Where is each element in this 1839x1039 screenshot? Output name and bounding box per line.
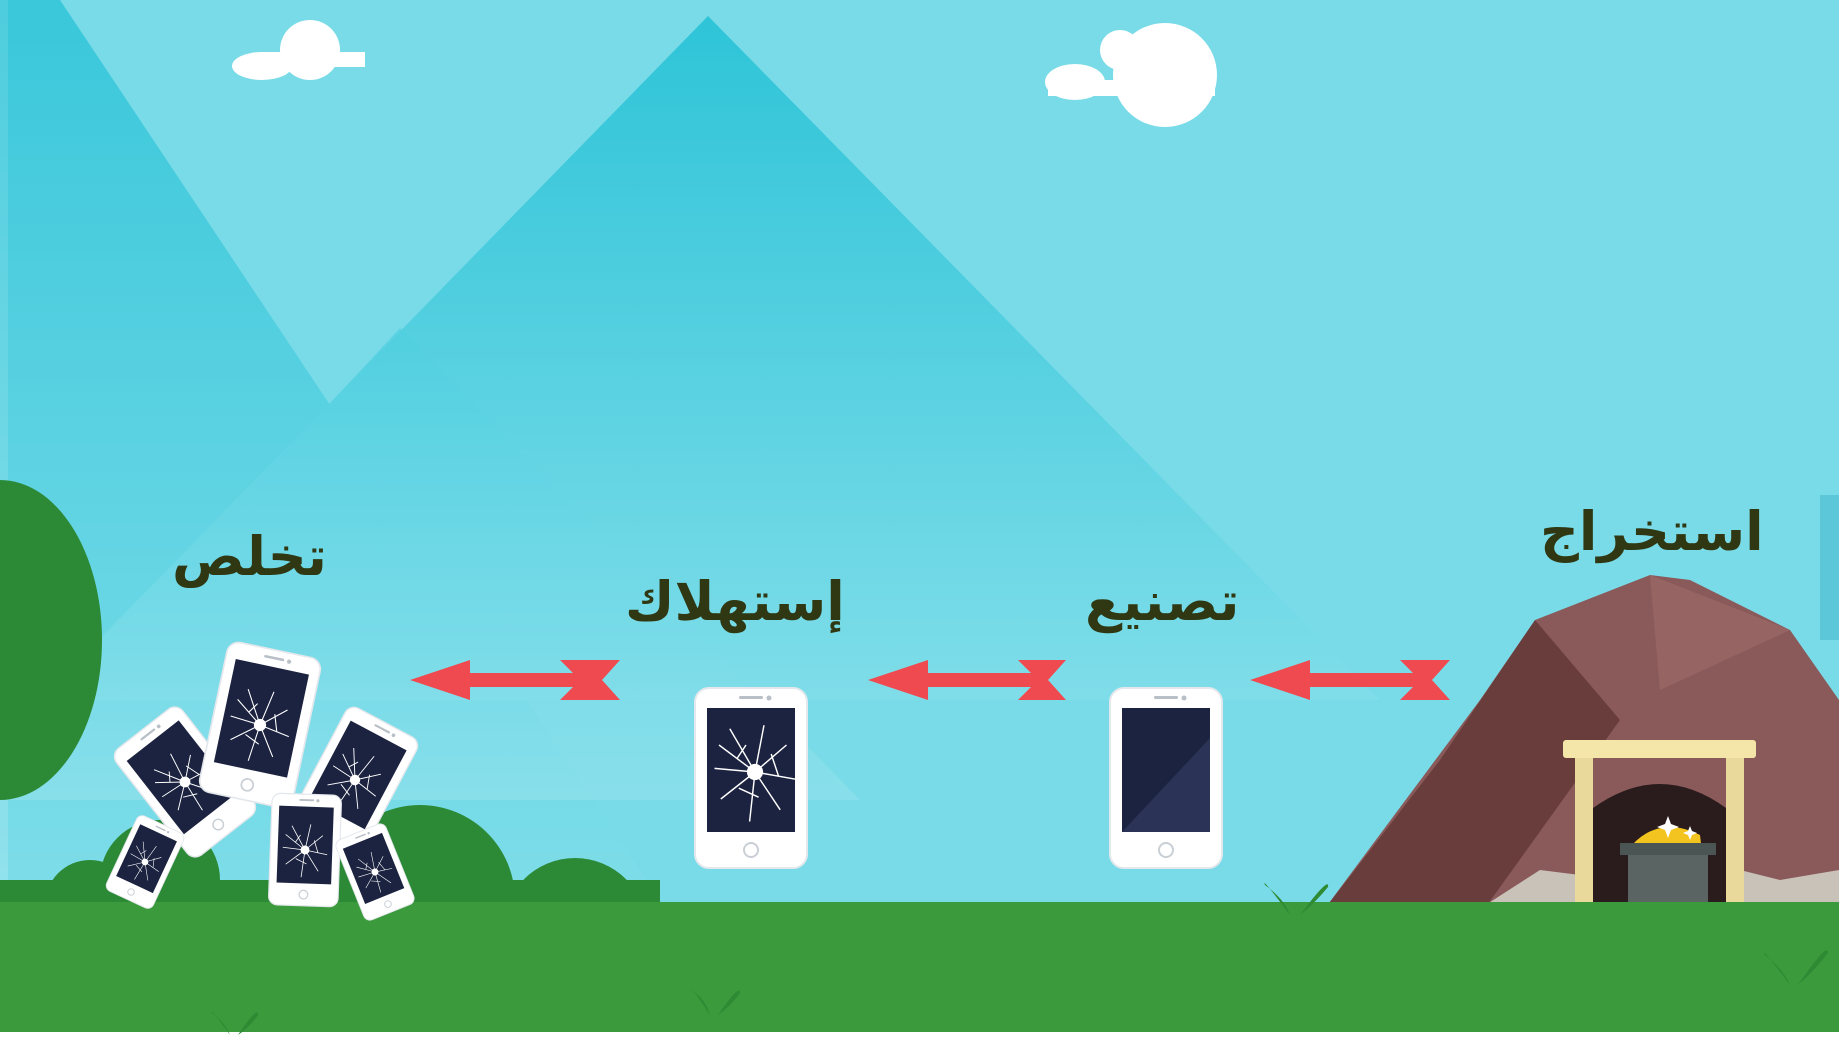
stage-label-extraction: استخراج [1540,505,1764,559]
stage-label-manufacturing: تصنيع [1085,575,1239,629]
phone-new [1110,688,1222,868]
stage-label-consumption: إستهلاك [625,575,845,629]
stage-label-disposal: تخلص [172,530,327,584]
grass [0,902,1839,1039]
phone-cracked [695,688,807,868]
